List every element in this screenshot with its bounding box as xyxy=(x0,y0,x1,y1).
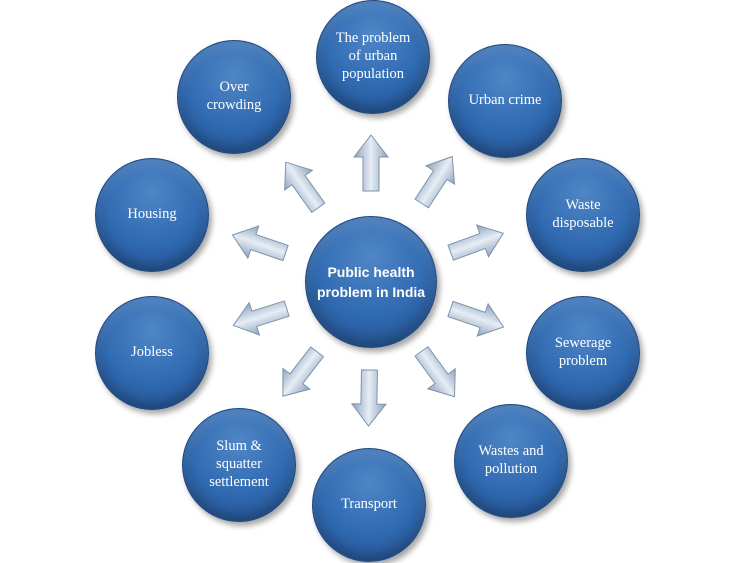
arrow-to-over-crowding xyxy=(284,161,326,214)
node-transport: Transport xyxy=(312,448,426,562)
node-over-crowding: Over crowding xyxy=(177,40,291,154)
arrow-to-jobless xyxy=(232,300,290,336)
arrow-to-waste-disposable xyxy=(447,224,505,261)
node-housing: Housing xyxy=(95,158,209,272)
node-urban-crime: Urban crime xyxy=(448,44,562,158)
node-jobless: Jobless xyxy=(95,296,209,410)
arrow-to-wastes-pollution xyxy=(414,345,456,398)
node-wastes-pollution: Wastes and pollution xyxy=(454,404,568,518)
center-node: Public health problem in India xyxy=(305,216,437,348)
arrow-to-sewerage-problem xyxy=(447,300,505,337)
node-urban-population: The problem of urban population xyxy=(316,0,430,114)
arrow-to-transport xyxy=(350,369,387,427)
arrow-to-slum-settlement xyxy=(282,346,325,397)
node-sewerage-problem: Sewerage problem xyxy=(526,296,640,410)
arrow-to-housing xyxy=(231,225,289,262)
arrow-to-urban-crime xyxy=(414,155,456,209)
node-slum-settlement: Slum & squatter settlement xyxy=(182,408,296,522)
node-waste-disposable: Waste disposable xyxy=(526,158,640,272)
arrow-to-urban-population xyxy=(352,134,390,192)
